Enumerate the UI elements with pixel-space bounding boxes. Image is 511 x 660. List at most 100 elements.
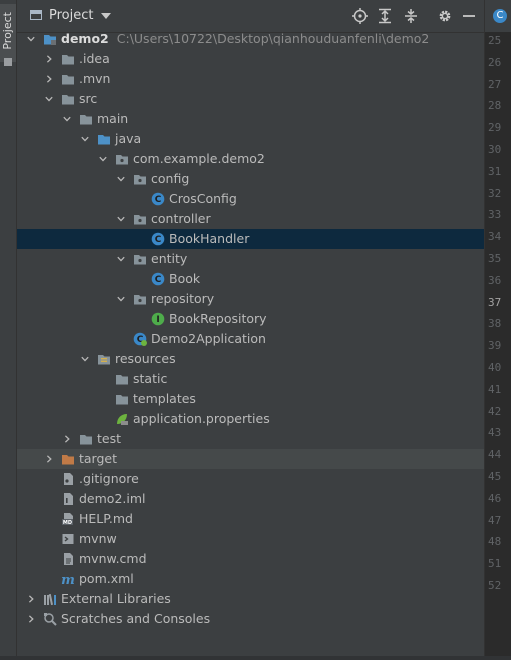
expanded-arrow-icon[interactable]	[81, 135, 89, 143]
line-number: 33	[488, 208, 502, 222]
tree-node-name: entity	[151, 251, 188, 266]
tree-node[interactable]: application.properties	[17, 409, 484, 429]
module-path: C:\Users\10722\Desktop\qianhouduanfenli\…	[116, 31, 430, 46]
collapsed-arrow-icon[interactable]	[45, 75, 53, 83]
tree-node-name: pom.xml	[79, 571, 134, 586]
spring-class-icon: C	[133, 332, 147, 346]
class-tab-icon: C	[493, 9, 507, 23]
tree-node-name: HELP.md	[79, 511, 133, 526]
interface-icon: I	[151, 312, 165, 326]
expand-all-icon[interactable]	[377, 8, 393, 24]
collapsed-arrow-icon[interactable]	[45, 455, 53, 463]
tree-node[interactable]: .mvn	[17, 69, 484, 89]
expanded-arrow-icon[interactable]	[99, 155, 107, 163]
collapsed-arrow-icon[interactable]	[27, 615, 35, 623]
collapsed-arrow-icon[interactable]	[63, 435, 71, 443]
tree-node-label: pom.xml	[79, 571, 134, 586]
tree-node-name: controller	[151, 211, 211, 226]
tree-node[interactable]: resources	[17, 349, 484, 369]
tree-node-label: BookHandler	[169, 231, 249, 246]
svg-text:C: C	[155, 235, 162, 245]
tree-node[interactable]: entity	[17, 249, 484, 269]
tree-node[interactable]: templates	[17, 389, 484, 409]
tree-node-name: .gitignore	[79, 471, 139, 486]
tree-node-label: java	[115, 131, 141, 146]
tree-node-label: BookRepository	[169, 311, 267, 326]
tree-node-label: static	[133, 371, 167, 386]
expanded-arrow-icon[interactable]	[117, 295, 125, 303]
expanded-arrow-icon[interactable]	[63, 115, 71, 123]
svg-text:MD: MD	[63, 520, 72, 526]
view-dropdown-icon[interactable]	[101, 13, 111, 19]
resources-folder-icon	[97, 352, 111, 366]
tree-node[interactable]: demo2.iml	[17, 489, 484, 509]
expanded-arrow-icon[interactable]	[117, 255, 125, 263]
tree-node[interactable]: src	[17, 89, 484, 109]
collapsed-arrow-icon[interactable]	[45, 55, 53, 63]
libraries-icon	[43, 592, 57, 606]
tree-node[interactable]: C Book	[17, 269, 484, 289]
tree-node[interactable]: Scratches and Consoles	[17, 609, 484, 629]
tree-node-label: demo2.iml	[79, 491, 146, 506]
tree-node[interactable]: MD HELP.md	[17, 509, 484, 529]
collapse-all-icon[interactable]	[403, 8, 419, 24]
iml-file-icon	[61, 492, 75, 506]
svg-text:C: C	[137, 335, 144, 345]
expanded-arrow-icon[interactable]	[117, 175, 125, 183]
tree-node[interactable]: main	[17, 109, 484, 129]
project-tool-tab[interactable]: Project	[0, 4, 16, 66]
collapsed-arrow-icon[interactable]	[27, 595, 35, 603]
tree-node[interactable]: test	[17, 429, 484, 449]
line-number: 25	[488, 34, 502, 47]
tree-node[interactable]: I BookRepository	[17, 309, 484, 329]
folder-icon	[61, 92, 75, 106]
tree-node[interactable]: java	[17, 129, 484, 149]
project-view-title[interactable]: Project	[49, 8, 94, 23]
tree-node-label: mvnw	[79, 531, 117, 546]
tree-node[interactable]: mvnw	[17, 529, 484, 549]
text-file-icon	[61, 552, 75, 566]
expanded-arrow-icon[interactable]	[117, 215, 125, 223]
tree-node-label: main	[97, 111, 128, 126]
tree-node[interactable]: target	[17, 449, 484, 469]
tree-node[interactable]: .idea	[17, 49, 484, 69]
editor-tab[interactable]: C	[485, 0, 511, 32]
expanded-arrow-icon[interactable]	[81, 355, 89, 363]
project-tab-icon	[4, 58, 12, 66]
folder-icon	[115, 392, 129, 406]
tree-node[interactable]: repository	[17, 289, 484, 309]
gitignore-file-icon	[61, 472, 75, 486]
svg-text:C: C	[155, 275, 162, 285]
tree-node-label: repository	[151, 291, 214, 306]
line-number: 27	[488, 77, 502, 91]
line-number: 36	[488, 273, 502, 287]
tree-node[interactable]: controller	[17, 209, 484, 229]
class-icon: C	[151, 232, 165, 246]
tree-node[interactable]: mvnw.cmd	[17, 549, 484, 569]
tree-node[interactable]: static	[17, 369, 484, 389]
tree-node-label: HELP.md	[79, 511, 133, 526]
tree-node[interactable]: .gitignore	[17, 469, 484, 489]
expanded-arrow-icon[interactable]	[27, 35, 35, 43]
package-icon	[133, 212, 147, 226]
expanded-arrow-icon[interactable]	[45, 95, 53, 103]
tree-node[interactable]: External Libraries	[17, 589, 484, 609]
locate-file-icon[interactable]	[352, 8, 368, 24]
tree-node-label: Book	[169, 271, 200, 286]
tree-node[interactable]: config	[17, 169, 484, 189]
tree-node-label: application.properties	[133, 411, 270, 426]
gear-icon[interactable]	[437, 8, 453, 24]
class-icon: C	[151, 272, 165, 286]
tree-node[interactable]: C BookHandler	[17, 229, 484, 249]
tree-node-label: test	[97, 431, 121, 446]
tree-node[interactable]: com.example.demo2	[17, 149, 484, 169]
hide-panel-icon[interactable]	[461, 8, 477, 24]
tree-node-name: Book	[169, 271, 201, 286]
tree-node-name: mvnw.cmd	[79, 551, 147, 566]
